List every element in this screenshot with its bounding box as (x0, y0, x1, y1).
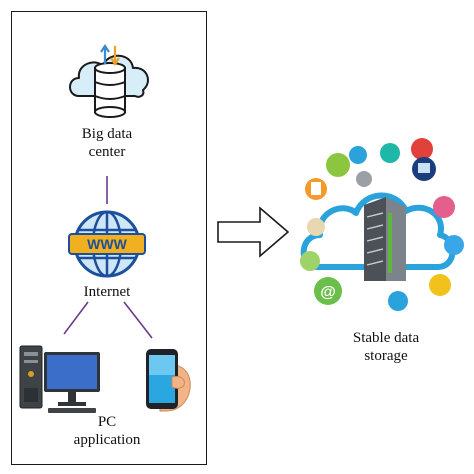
orbit-icon-tan (307, 218, 325, 236)
stable-data-storage-line2: storage (364, 348, 408, 364)
pc-application-line1: PC (97, 414, 117, 430)
internet-label: Internet (83, 284, 131, 300)
connector-internet-to-pc (63, 301, 89, 335)
left-panel-frame (11, 11, 207, 465)
orbit-icon-blue-cloud (349, 146, 367, 164)
orbit-icon-pink (433, 196, 455, 218)
right-arrow-icon (217, 206, 290, 258)
orbit-icon-gray (356, 171, 372, 187)
orbit-icon-teal (380, 143, 400, 163)
stable-data-storage-line1: Stable data (352, 330, 420, 346)
pc-application-line2: application (73, 432, 141, 448)
big-data-center-line1: Big data (81, 126, 133, 142)
stable-data-storage-label: Stable data storage (326, 329, 446, 365)
orbit-icon-sky (444, 235, 464, 255)
orbit-icon-blue-dots (388, 291, 408, 311)
cloud-database-icon (69, 44, 149, 118)
connector-internet-to-phone (123, 301, 153, 339)
orbit-icon-red (411, 138, 433, 160)
big-data-center-label: Big data center (55, 125, 159, 161)
desktop-computer-icon (19, 345, 100, 413)
smartphone-hand-icon (146, 349, 191, 412)
orbit-icon-at-green (314, 277, 342, 305)
orbit-icon-green (326, 153, 350, 177)
svg-text:@: @ (320, 284, 336, 301)
pc-application-label: PC application (55, 413, 159, 449)
orbit-icon-yellow (429, 274, 451, 296)
cloud-storage-cluster-icon: @ (300, 138, 464, 311)
orbit-icon-lightgreen (300, 251, 320, 271)
globe-www-icon: WWW (68, 210, 146, 278)
www-text: WWW (87, 236, 127, 252)
big-data-center-line2: center (88, 144, 126, 160)
